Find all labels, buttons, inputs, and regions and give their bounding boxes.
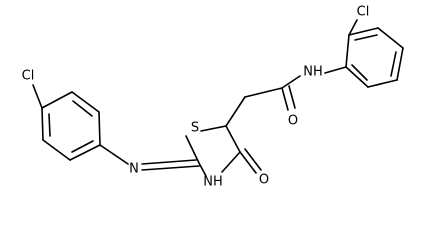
chlorine-label-right: Cl [357, 5, 370, 20]
imine-nitrogen-label: N [129, 162, 139, 177]
bond [98, 111, 101, 146]
bond [221, 151, 241, 173]
bond [225, 96, 246, 127]
bond [396, 47, 404, 81]
bond [32, 84, 43, 109]
bond [72, 100, 93, 117]
bond [348, 27, 379, 36]
bond [200, 125, 227, 132]
atom-labels: Cl N S NH O O NH Cl [22, 5, 370, 190]
bond [42, 139, 71, 161]
molecule-structure: Cl N S NH O O NH Cl [22, 5, 404, 190]
bond [390, 51, 397, 77]
bond [41, 91, 73, 109]
bond [244, 148, 262, 171]
ring-nh-label: NH [203, 175, 223, 190]
bond [288, 85, 296, 109]
bond [367, 79, 398, 88]
bond [244, 87, 283, 98]
bond [324, 66, 347, 74]
bond [71, 91, 100, 113]
amide-oxygen-label: O [288, 114, 298, 129]
amide-nh-label: NH [303, 65, 323, 80]
bond [281, 87, 289, 111]
ring-oxygen-label: O [259, 173, 269, 188]
bond [71, 140, 94, 153]
bond [354, 34, 378, 41]
bonds [32, 19, 404, 177]
chlorine-label-left: Cl [22, 69, 35, 84]
sulfur-label: S [191, 121, 199, 136]
bond [41, 107, 44, 141]
bond [377, 27, 404, 49]
bond [69, 144, 101, 161]
bond [345, 66, 369, 88]
bond [281, 75, 301, 89]
bond [225, 125, 241, 153]
bond [239, 151, 257, 174]
bond [351, 64, 368, 81]
bond [141, 159, 197, 165]
bond [348, 19, 358, 36]
bond [185, 135, 200, 164]
bond [198, 162, 207, 177]
bond [99, 144, 129, 165]
bond [345, 34, 350, 68]
bond [48, 113, 51, 137]
bond [141, 165, 200, 171]
